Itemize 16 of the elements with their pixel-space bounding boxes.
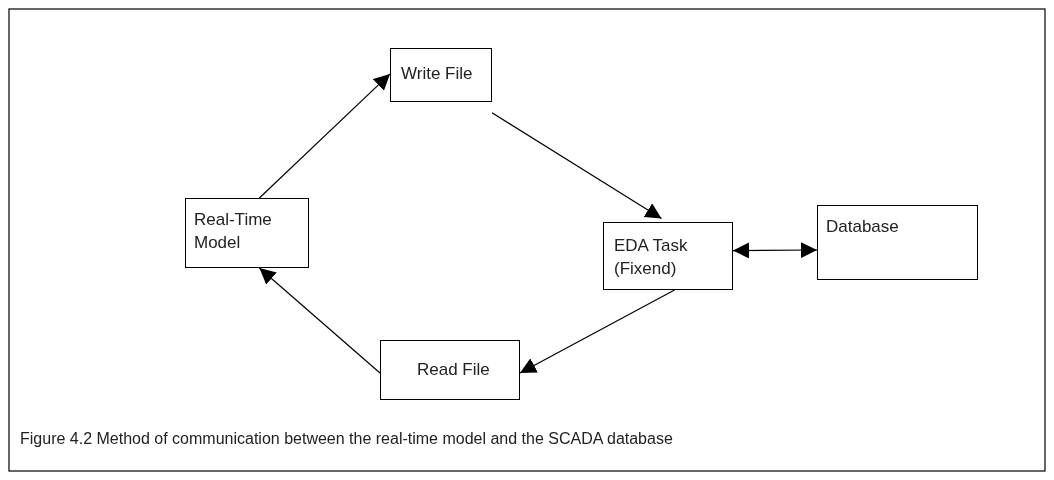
arrow (519, 289, 676, 374)
process-box (390, 48, 492, 102)
process-box (603, 222, 733, 290)
process-box (185, 198, 309, 268)
box-label: Write File (401, 63, 474, 85)
box-label: Read File (417, 359, 491, 381)
caption: Figure 4.2 Method of communication between the real-time model and the SCADA database (20, 430, 673, 448)
arrow (258, 267, 381, 374)
arrow (258, 73, 391, 199)
box-label: Database (826, 216, 900, 238)
box-label: Real-Time Model (194, 209, 273, 254)
process-box (380, 340, 520, 400)
arrow (491, 112, 663, 220)
arrow (732, 242, 818, 259)
box-label: EDA Task (Fixend) (614, 235, 689, 280)
process-box (817, 205, 978, 280)
